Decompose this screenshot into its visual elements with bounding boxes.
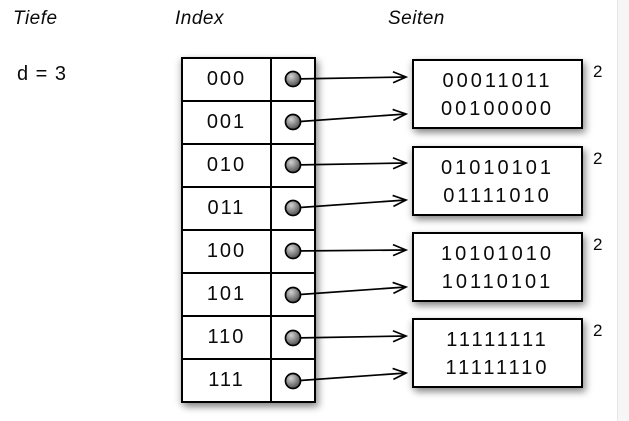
- index-row-100: 100: [183, 231, 314, 274]
- index-key: 000: [183, 59, 272, 100]
- column-header-seiten: Seiten: [388, 8, 445, 29]
- page-record: 11111110: [445, 357, 550, 379]
- page-box-1: 00011011 00100000: [412, 59, 583, 129]
- index-key: 111: [183, 360, 272, 401]
- index-key: 001: [183, 102, 272, 143]
- index-row-011: 011: [183, 188, 314, 231]
- pointer-cell: [272, 274, 314, 315]
- slide-edge-strip: [617, 0, 629, 421]
- pointer-cell: [272, 231, 314, 272]
- local-depth-3: 2: [593, 235, 603, 254]
- page-record: 00011011: [442, 70, 553, 92]
- index-row-111: 111: [183, 360, 314, 401]
- page-record: 10110101: [441, 271, 554, 293]
- page-record: 01111010: [443, 185, 552, 207]
- page-box-2: 01010101 01111010: [412, 146, 583, 216]
- page-record: 10101010: [441, 243, 554, 265]
- index-row-101: 101: [183, 274, 314, 317]
- global-depth-label: d = 3: [17, 63, 68, 85]
- index-row-000: 000: [183, 59, 314, 102]
- local-depth-1: 2: [593, 62, 603, 81]
- pointer-cell: [272, 317, 314, 358]
- pointer-cell: [272, 360, 314, 401]
- column-header-tiefe: Tiefe: [13, 8, 58, 29]
- index-row-001: 001: [183, 102, 314, 145]
- index-row-110: 110: [183, 317, 314, 360]
- column-header-index: Index: [175, 8, 224, 29]
- pointer-cell: [272, 188, 314, 229]
- page-record: 00100000: [441, 98, 554, 120]
- index-table: 000 001 010 011 100 101 110 111: [181, 57, 316, 403]
- local-depth-2: 2: [593, 149, 603, 168]
- pointer-cell: [272, 59, 314, 100]
- pointer-cell: [272, 145, 314, 186]
- page-box-4: 11111111 11111110: [412, 318, 583, 388]
- page-record: 11111111: [446, 329, 549, 351]
- page-record: 01010101: [441, 157, 554, 179]
- index-key: 101: [183, 274, 272, 315]
- local-depth-4: 2: [593, 321, 603, 340]
- page-box-3: 10101010 10110101: [412, 232, 583, 302]
- pointer-cell: [272, 102, 314, 143]
- index-key: 110: [183, 317, 272, 358]
- index-key: 100: [183, 231, 272, 272]
- index-row-010: 010: [183, 145, 314, 188]
- index-key: 010: [183, 145, 272, 186]
- index-key: 011: [183, 188, 272, 229]
